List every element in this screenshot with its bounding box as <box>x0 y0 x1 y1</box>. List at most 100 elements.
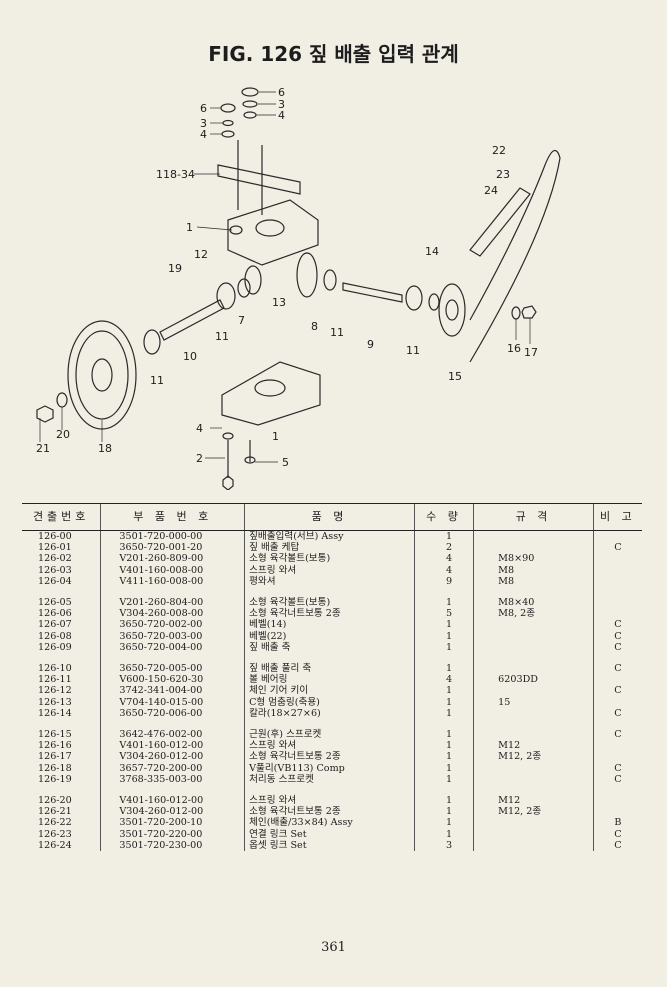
svg-text:16: 16 <box>507 342 521 355</box>
spec-cell <box>473 773 594 786</box>
quantity-cell: 1 <box>413 685 474 697</box>
remarks-cell <box>592 564 642 576</box>
ref-number-cell: 126-02 <box>38 553 72 565</box>
part-number-cell: V401-160-012-00 <box>100 740 245 752</box>
ref-number-cell: 126-21 <box>38 806 72 818</box>
remarks-cell <box>592 674 642 686</box>
ref-number-cell: 126-10 <box>38 663 72 675</box>
part-name-cell: 스프링 와셔 <box>244 564 415 576</box>
quantity-cell: 2 <box>413 542 474 554</box>
spec-cell: M8×90 <box>473 553 594 565</box>
remarks-cell <box>592 608 642 620</box>
quantity-cell: 1 <box>413 773 474 786</box>
svg-text:20: 20 <box>56 428 70 441</box>
quantity-cell: 1 <box>413 696 474 708</box>
spec-cell: M8 <box>473 575 594 588</box>
svg-text:7: 7 <box>238 314 245 327</box>
spec-cell <box>473 762 594 774</box>
remarks-cell <box>592 751 642 763</box>
ref-number-cell: 126-08 <box>38 630 72 642</box>
remarks-cell <box>592 597 642 609</box>
quantity-cell: 4 <box>413 564 474 576</box>
svg-text:10: 10 <box>183 350 197 363</box>
part-number-cell: V401-160-008-00 <box>100 564 245 576</box>
svg-text:12: 12 <box>194 248 208 261</box>
svg-text:22: 22 <box>492 144 506 157</box>
part-number-cell: V704-140-015-00 <box>100 696 245 708</box>
ref-number-cell: 126-12 <box>38 685 72 697</box>
exploded-parts-diagram: 6 3 4 6 3 4 118-34 22 23 24 1 12 19 14 1… <box>36 86 561 490</box>
quantity-cell: 1 <box>413 530 474 543</box>
group-spacer <box>22 587 642 598</box>
page-number: 361 <box>321 940 346 955</box>
ref-number-cell: 126-01 <box>38 542 72 554</box>
svg-text:17: 17 <box>524 346 538 359</box>
remarks-cell: C <box>592 630 642 642</box>
col-part-name: 품 명 <box>244 503 415 531</box>
callout-labels: 6 3 4 6 3 4 118-34 22 23 24 1 12 19 14 1… <box>36 86 538 469</box>
remarks-cell: C <box>592 707 642 720</box>
ref-number-cell: 126-15 <box>38 729 72 741</box>
part-number-cell: V600-150-620-30 <box>100 674 245 686</box>
remarks-cell: C <box>592 542 642 554</box>
ref-number-cell: 126-16 <box>38 740 72 752</box>
quantity-cell: 1 <box>413 762 474 774</box>
table-header-row: 견출번호 부 품 번 호 품 명 수 량 규 격 비 고 <box>22 503 642 531</box>
spec-cell: M8 <box>473 564 594 576</box>
part-name-cell: 칼라(18×27×6) <box>244 707 415 720</box>
part-name-cell: 옵셋 링크 Set <box>244 839 415 852</box>
spec-cell <box>473 685 594 697</box>
part-number-cell: V411-160-008-00 <box>100 575 245 588</box>
part-name-cell: 베벨(14) <box>244 619 415 631</box>
part-number-cell: 3657-720-200-00 <box>100 762 245 774</box>
quantity-cell: 1 <box>413 663 474 675</box>
spec-cell: 15 <box>473 696 594 708</box>
part-name-cell: V풀리(VB113) Comp <box>244 762 415 774</box>
spec-cell: M8, 2종 <box>473 608 594 620</box>
spec-cell <box>473 619 594 631</box>
remarks-cell <box>592 530 642 543</box>
quantity-cell: 1 <box>413 795 474 807</box>
ref-number-cell: 126-24 <box>38 839 72 851</box>
remarks-cell <box>592 806 642 818</box>
part-name-cell: 짚 배출 케탑 <box>244 542 415 554</box>
spec-cell: 6203DD <box>473 674 594 686</box>
ref-number-cell: 126-17 <box>38 751 72 763</box>
svg-text:5: 5 <box>282 456 289 469</box>
spec-cell <box>473 707 594 720</box>
spec-cell <box>473 729 594 741</box>
spec-cell: M12, 2종 <box>473 806 594 818</box>
remarks-cell <box>592 575 642 588</box>
part-name-cell: 짚배출입력(서브) Assy <box>244 530 415 543</box>
part-number-cell: 3642-476-002-00 <box>100 729 245 741</box>
part-name-cell: 체인(배출/33×84) Assy <box>244 817 415 829</box>
part-name-cell: 근원(후) 스프로켓 <box>244 729 415 741</box>
part-name-cell: C형 멈춤링(축용) <box>244 696 415 708</box>
svg-text:11: 11 <box>330 326 344 339</box>
ref-number-cell: 126-18 <box>38 762 72 774</box>
quantity-cell: 1 <box>413 707 474 720</box>
col-spec: 규 격 <box>473 503 594 531</box>
part-name-cell: 평와셔 <box>244 575 415 588</box>
part-name-cell: 짚 배출 풀리 축 <box>244 663 415 675</box>
quantity-cell: 1 <box>413 806 474 818</box>
remarks-cell: C <box>592 619 642 631</box>
svg-text:21: 21 <box>36 442 50 455</box>
spec-cell <box>473 817 594 829</box>
part-name-cell: 베벨(22) <box>244 630 415 642</box>
svg-text:4: 4 <box>200 128 207 141</box>
ref-number-cell: 126-20 <box>38 795 72 807</box>
spec-cell <box>473 530 594 543</box>
svg-text:18: 18 <box>98 442 112 455</box>
quantity-cell: 1 <box>413 828 474 840</box>
